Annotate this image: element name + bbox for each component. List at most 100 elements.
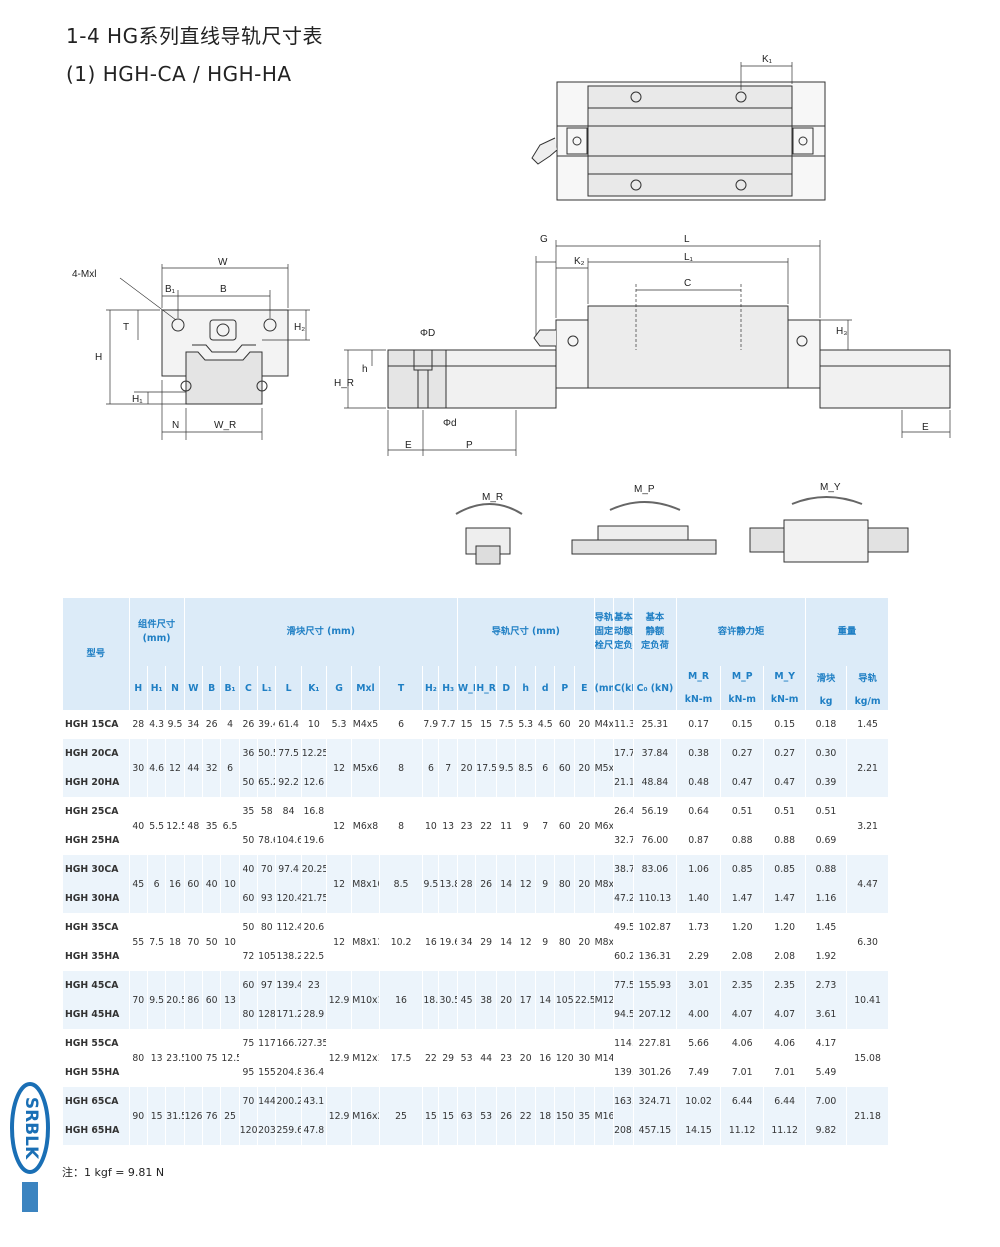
header-block: 滑块尺寸 (mm) bbox=[183, 598, 458, 666]
cell-k1: 47.8 bbox=[300, 1116, 327, 1145]
cell-t: 16 bbox=[378, 971, 423, 1029]
cell-mr: 10.02 bbox=[676, 1087, 721, 1116]
cell-l1: 58 bbox=[257, 797, 276, 826]
cell-c: 50 bbox=[238, 826, 258, 855]
cell-dynamic-load: 77.57 bbox=[613, 971, 634, 1000]
cell-h-small: 9 bbox=[515, 797, 536, 855]
cell-mr: 0.64 bbox=[676, 797, 721, 826]
subheader-moment-name: M_Y bbox=[774, 671, 795, 682]
header-static-load: 基本静额定负荷 bbox=[632, 598, 677, 666]
cell-d: 23 bbox=[495, 1029, 516, 1087]
subheader-block: Mxl bbox=[351, 666, 380, 710]
cell-l1: 144.2 bbox=[257, 1087, 276, 1116]
cell-static-load: 37.84 bbox=[632, 739, 677, 768]
cell-model: HGH 35HA bbox=[62, 942, 130, 971]
table-row: HGH 55CA801323.51007512.575117.7166.727.… bbox=[62, 1029, 953, 1087]
cell-n: 12.5 bbox=[165, 797, 185, 855]
cell-d-small: 9 bbox=[534, 855, 555, 913]
cell-b1: 10 bbox=[220, 913, 240, 971]
cell-l: 139.4 bbox=[275, 971, 302, 1000]
cell-dynamic-load: 60.21 bbox=[613, 942, 634, 971]
cell-l: 171.2 bbox=[275, 1000, 302, 1029]
cell-mp: 0.88 bbox=[719, 826, 764, 855]
cell-mxl: M6x8 bbox=[351, 797, 380, 855]
cell-e: 35 bbox=[574, 1087, 595, 1145]
cell-mp: 4.07 bbox=[719, 1000, 764, 1029]
table-row: HGH 55HA95155.8204.836.4139.35301.267.49… bbox=[62, 1058, 953, 1087]
cell-static-load: 56.19 bbox=[632, 797, 677, 826]
cell-mp: 1.20 bbox=[719, 913, 764, 942]
cell-n: 18 bbox=[165, 913, 185, 971]
subheader-rail: D bbox=[495, 666, 516, 710]
subheader-weight-unit: kg bbox=[819, 695, 833, 707]
label-h-small: h bbox=[362, 364, 368, 375]
top-view bbox=[531, 62, 826, 201]
table-row: HGH 65HA120203.6259.647.8208.36457.1514.… bbox=[62, 1116, 953, 1145]
table-row: HGH 65CA901531.5126762570144.2200.243.11… bbox=[62, 1087, 953, 1145]
cell-h-small: 12 bbox=[515, 913, 536, 971]
label-k1: K₁ bbox=[762, 54, 773, 65]
subheader-moment-name: M_R bbox=[688, 671, 710, 682]
cell-block-weight: 1.16 bbox=[804, 884, 847, 913]
cell-bolt: M4x16 bbox=[593, 710, 614, 739]
cell-wr: 23 bbox=[456, 797, 476, 855]
cell-mr: 5.66 bbox=[676, 1029, 721, 1058]
cell-d: 14 bbox=[495, 855, 516, 913]
cell-n: 31.5 bbox=[165, 1087, 185, 1145]
cell-h: 70 bbox=[128, 971, 148, 1029]
cell-n: 23.5 bbox=[165, 1029, 185, 1087]
subheader-block: L bbox=[275, 666, 302, 710]
subheader-moment-unit: kN-m bbox=[728, 694, 756, 705]
cell-g: 5.3 bbox=[325, 710, 352, 739]
cell-static-load: 457.15 bbox=[632, 1116, 677, 1145]
cell-b1: 12.5 bbox=[220, 1029, 240, 1087]
subheader-dynamic-load: C(kN) bbox=[613, 666, 634, 710]
cell-rail-weight: 2.21 bbox=[846, 739, 888, 797]
cell-static-load: 155.93 bbox=[632, 971, 677, 1000]
cell-k1: 12.25 bbox=[300, 739, 327, 768]
cell-my: 0.88 bbox=[763, 826, 806, 855]
cell-b: 40 bbox=[202, 855, 221, 913]
label-g: G bbox=[540, 234, 548, 245]
cell-h: 90 bbox=[128, 1087, 148, 1145]
cell-p: 80 bbox=[554, 913, 575, 971]
subheader-rail-bolt: (mm) bbox=[593, 666, 614, 710]
cell-c: 60 bbox=[238, 971, 258, 1000]
label-t: T bbox=[123, 322, 129, 333]
cell-l1: 93 bbox=[257, 884, 276, 913]
cell-k1: 19.6 bbox=[300, 826, 327, 855]
cell-g: 12 bbox=[325, 797, 352, 855]
cell-k1: 23 bbox=[300, 971, 327, 1000]
subheader-block: H₂ bbox=[422, 666, 439, 710]
moment-mp-figure bbox=[571, 501, 717, 555]
cell-d: 26 bbox=[495, 1087, 516, 1145]
cell-k1: 28.9 bbox=[300, 1000, 327, 1029]
cell-mp: 0.51 bbox=[719, 797, 764, 826]
cell-d: 7.5 bbox=[495, 710, 516, 739]
cell-h1: 15 bbox=[146, 1087, 166, 1145]
cell-mp: 7.01 bbox=[719, 1058, 764, 1087]
cell-h: 30 bbox=[128, 739, 148, 797]
cell-my: 4.06 bbox=[763, 1029, 806, 1058]
cell-mxl: M8x12 bbox=[351, 913, 380, 971]
cell-h1: 4.6 bbox=[146, 739, 166, 797]
cell-dynamic-load: 114.44 bbox=[613, 1029, 634, 1058]
cell-b1: 4 bbox=[220, 710, 240, 739]
cell-w: 70 bbox=[183, 913, 203, 971]
cell-mr: 0.48 bbox=[676, 768, 721, 797]
cell-e: 22.5 bbox=[574, 971, 595, 1029]
cell-block-weight: 0.30 bbox=[804, 739, 847, 768]
subheader-weight-unit: kg/m bbox=[854, 695, 881, 707]
cell-h-small: 12 bbox=[515, 855, 536, 913]
cell-static-load: 76.00 bbox=[632, 826, 677, 855]
cell-w: 126 bbox=[183, 1087, 203, 1145]
cell-g: 12 bbox=[325, 913, 352, 971]
cell-mr: 0.17 bbox=[676, 710, 721, 739]
cell-my: 4.07 bbox=[763, 1000, 806, 1029]
header-dynamic-load: 基本动额定负荷 bbox=[613, 598, 634, 666]
cell-dynamic-load: 17.75 bbox=[613, 739, 634, 768]
cell-h3: 29 bbox=[438, 1029, 458, 1087]
cell-h2: 10 bbox=[422, 797, 439, 855]
cell-l: 138.2 bbox=[275, 942, 302, 971]
cell-dynamic-load: 11.38 bbox=[613, 710, 634, 739]
